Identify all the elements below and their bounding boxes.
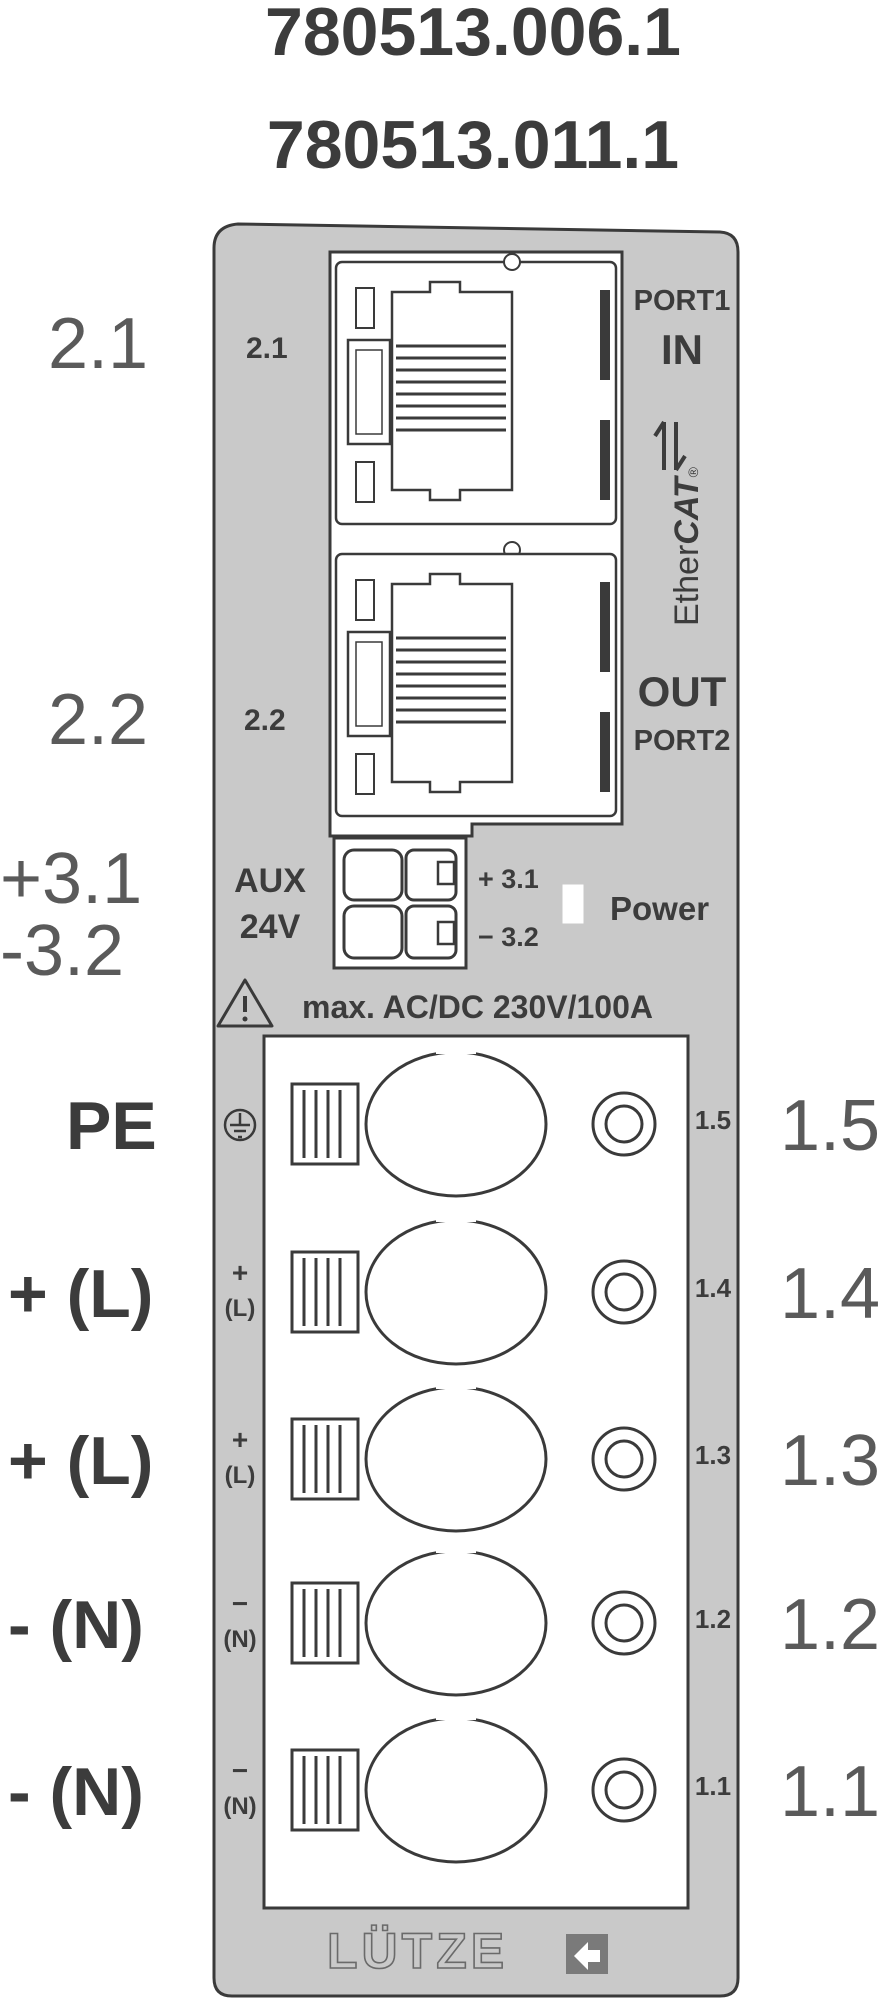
aux-voltage: 24V xyxy=(240,908,301,946)
polarity-label: (L) xyxy=(225,1295,256,1322)
wire-entry[interactable] xyxy=(364,1539,548,1697)
port1-direction: IN xyxy=(661,326,703,373)
ethercat-logo: EtherCAT® xyxy=(653,420,706,626)
ethercat-suffix: CAT xyxy=(668,474,706,545)
voltage-warning: max. AC/DC 230V/100A xyxy=(302,989,653,1025)
wire-entry[interactable] xyxy=(364,1208,548,1366)
terminal-outer-left-label: + (L) xyxy=(8,1423,153,1499)
terminal-outer-left-label: - (N) xyxy=(8,1754,144,1830)
clamp-lever[interactable] xyxy=(290,1748,360,1832)
port1-inner-label: 2.1 xyxy=(246,332,288,365)
part-number-1: 780513.006.1 xyxy=(265,0,681,70)
test-point[interactable] xyxy=(591,1757,657,1823)
wire-entry[interactable] xyxy=(364,1040,548,1198)
terminal-row: 1.4 + (L) xyxy=(225,1208,732,1366)
clamp-lever[interactable] xyxy=(290,1250,360,1334)
terminal-outer-right-label: 1.4 xyxy=(780,1254,880,1334)
part-number-2: 780513.011.1 xyxy=(267,107,679,183)
polarity-label: (N) xyxy=(223,1626,256,1653)
power-led xyxy=(561,883,585,925)
polarity-label: (N) xyxy=(223,1793,256,1820)
terminal-row: 1.1 − (N) xyxy=(223,1706,731,1864)
test-point[interactable] xyxy=(591,1590,657,1656)
terminal-outer-right-label: 1.5 xyxy=(780,1086,880,1166)
ethercat-prefix: Ether xyxy=(668,545,706,626)
polarity-symbol: − xyxy=(232,1588,248,1619)
port2-direction: OUT xyxy=(638,668,727,715)
earth-icon xyxy=(223,1108,257,1142)
polarity-label: (L) xyxy=(225,1462,256,1489)
port1-outer-label: 2.1 xyxy=(48,304,148,384)
warning-icon xyxy=(216,978,274,1028)
clamp-lever[interactable] xyxy=(290,1581,360,1665)
terminal-pin-label: 1.2 xyxy=(695,1604,731,1634)
wire-entry[interactable] xyxy=(364,1706,548,1864)
clamp-lever[interactable] xyxy=(290,1417,360,1501)
terminal-outer-right-label: 1.1 xyxy=(780,1752,880,1832)
wire-entry[interactable] xyxy=(364,1375,548,1533)
test-point[interactable] xyxy=(591,1259,657,1325)
aux-plus-outer-label: +3.1 xyxy=(0,839,142,919)
power-label: Power xyxy=(610,890,709,927)
terminal-outer-left-label: + (L) xyxy=(8,1256,153,1332)
svg-text:EtherCAT®: EtherCAT® xyxy=(668,466,706,626)
terminal-row: 1.3 + (L) xyxy=(225,1375,731,1533)
clamp-lever[interactable] xyxy=(290,1082,360,1166)
port1-rj45-socket[interactable] xyxy=(334,260,618,526)
polarity-symbol: + xyxy=(232,1257,248,1288)
aux-pin-plus: + 3.1 xyxy=(478,864,539,894)
port2-inner-label: 2.2 xyxy=(244,704,286,737)
terminal-pin-label: 1.1 xyxy=(695,1771,731,1801)
terminal-pin-label: 1.5 xyxy=(695,1105,731,1135)
aux-minus-outer-label: -3.2 xyxy=(0,911,124,991)
terminal-outer-right-label: 1.3 xyxy=(780,1421,880,1501)
terminal-pin-label: 1.4 xyxy=(695,1273,732,1303)
registered-mark: ® xyxy=(685,466,701,477)
test-point[interactable] xyxy=(591,1091,657,1157)
terminal-outer-right-label: 1.2 xyxy=(780,1585,880,1665)
port2-outer-label: 2.2 xyxy=(48,680,148,760)
test-point[interactable] xyxy=(591,1426,657,1492)
terminal-pin-label: 1.3 xyxy=(695,1440,731,1470)
terminal-row: 1.2 − (N) xyxy=(223,1539,731,1697)
aux-title: AUX xyxy=(234,862,306,900)
brand-logo-text: LÜTZE xyxy=(327,1923,508,1979)
terminal-outer-left-label: - (N) xyxy=(8,1587,144,1663)
screw-icon xyxy=(503,253,521,271)
port1-name: PORT1 xyxy=(634,285,731,317)
aux-plus-socket[interactable] xyxy=(342,848,458,902)
terminal-row: 1.5 xyxy=(290,1040,731,1198)
port2-name: PORT2 xyxy=(634,725,731,757)
polarity-symbol: − xyxy=(232,1755,248,1786)
aux-pin-minus: − 3.2 xyxy=(478,922,539,952)
aux-minus-socket[interactable] xyxy=(342,904,458,960)
polarity-symbol: + xyxy=(232,1424,248,1455)
lutze-logo-icon xyxy=(566,1934,608,1974)
port2-rj45-socket[interactable] xyxy=(334,552,618,818)
terminal-outer-left-label: PE xyxy=(66,1088,157,1164)
